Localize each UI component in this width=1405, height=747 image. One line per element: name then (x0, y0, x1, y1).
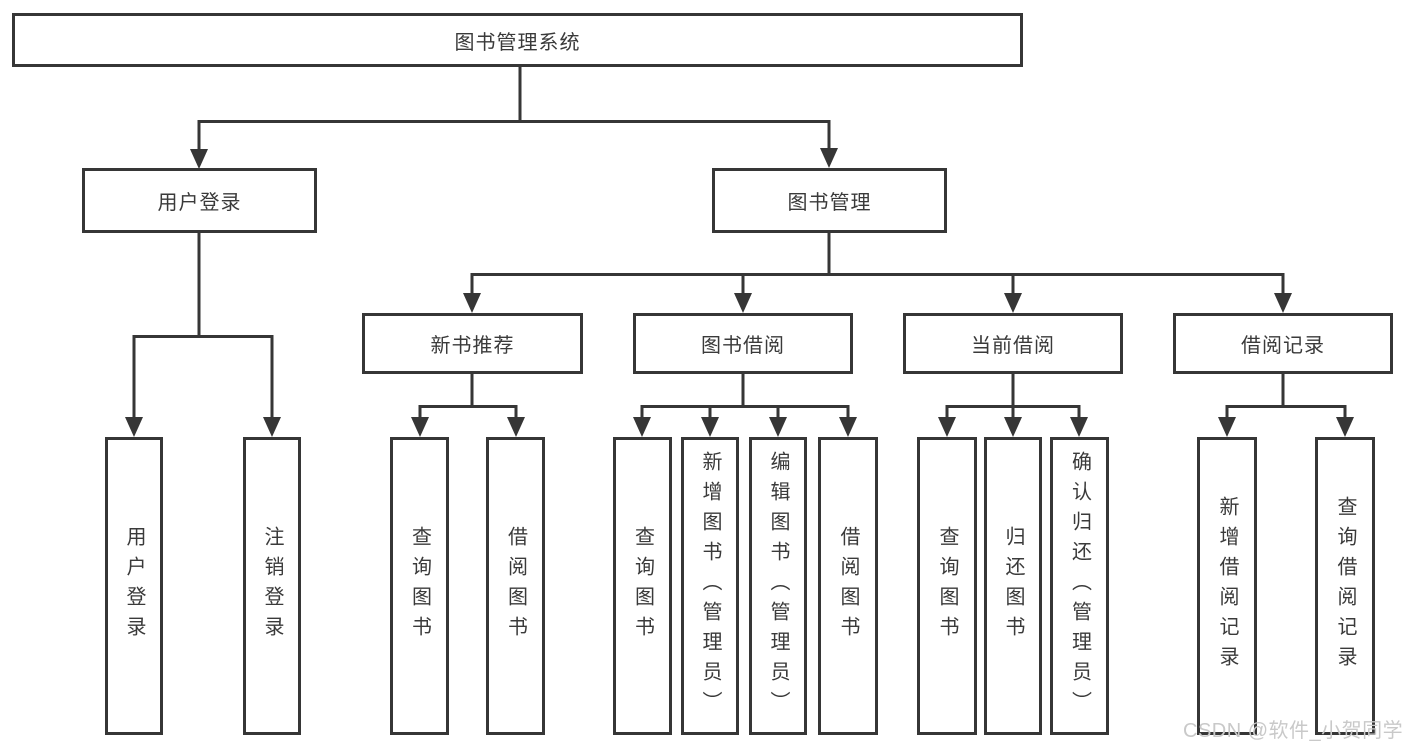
leaf-return-books: 归还图书 (984, 437, 1042, 735)
connector-newbook-to-leaves (418, 374, 518, 429)
leaf-query-borrow-record: 查询借阅记录 (1315, 437, 1375, 735)
arrow-head (734, 293, 752, 313)
connector-bookmgmt-to-level3 (470, 232, 1285, 305)
leaf-label: 查询图书 (936, 526, 958, 646)
node-book-management: 图书管理 (712, 168, 947, 233)
arrow-head (1070, 417, 1088, 437)
arrow-head (839, 417, 857, 437)
arrow-head (1004, 417, 1022, 437)
arrow-head (190, 149, 208, 169)
connector-userlogin-to-leaves (132, 233, 274, 429)
arrow-head (125, 417, 143, 437)
connector-bookborrow-to-leaves (640, 374, 850, 429)
arrow-head (411, 417, 429, 437)
arrow-head (769, 417, 787, 437)
arrow-head (633, 417, 651, 437)
leaf-label: 借阅图书 (837, 526, 859, 646)
leaf-label: 借阅图书 (504, 526, 527, 646)
leaf-query-books-current: 查询图书 (917, 437, 977, 735)
node-current-borrowing: 当前借阅 (903, 313, 1123, 374)
connector-root-to-level2 (197, 67, 831, 161)
leaf-borrow-books: 借阅图书 (818, 437, 878, 735)
leaf-edit-book-admin: 编辑图书（管理员） (749, 437, 807, 735)
node-label: 新书推荐 (430, 335, 515, 357)
leaf-label: 查询借阅记录 (1334, 496, 1356, 676)
arrow-head (507, 417, 525, 437)
arrow-head (263, 417, 281, 437)
node-book-borrowing: 图书借阅 (633, 313, 853, 374)
node-label: 用户登录 (157, 192, 242, 214)
connector-records-to-leaves (1225, 374, 1347, 429)
arrow-head (701, 417, 719, 437)
leaf-add-borrow-record: 新增借阅记录 (1197, 437, 1257, 735)
node-new-book-recommendation: 新书推荐 (362, 313, 583, 374)
leaf-label: 注销登录 (261, 526, 283, 646)
arrow-head (1218, 417, 1236, 437)
arrow-head (1336, 417, 1354, 437)
leaf-query-books-borrow: 查询图书 (613, 437, 672, 735)
leaf-confirm-return-admin: 确认归还（管理员） (1050, 437, 1109, 735)
leaf-user-login: 用户登录 (105, 437, 163, 735)
arrow-head (820, 148, 838, 168)
node-user-login: 用户登录 (82, 168, 317, 233)
leaf-label: 用户登录 (123, 526, 145, 646)
node-label: 图书管理 (787, 192, 872, 214)
leaf-label: 新增图书（管理员） (699, 451, 721, 721)
arrow-head (1004, 293, 1022, 313)
leaf-label: 编辑图书（管理员） (767, 451, 789, 721)
node-label: 图书借阅 (701, 335, 785, 357)
leaf-label: 确认归还（管理员） (1068, 451, 1091, 721)
node-borrowing-records: 借阅记录 (1173, 313, 1393, 374)
leaf-label: 归还图书 (1002, 526, 1024, 646)
node-label: 当前借阅 (971, 335, 1055, 357)
leaf-logout: 注销登录 (243, 437, 301, 735)
arrow-head (463, 293, 481, 313)
leaf-query-books-recommend: 查询图书 (390, 437, 449, 735)
leaf-label: 查询图书 (631, 526, 654, 646)
watermark-text: CSDN @软件_小贺同学 (1183, 720, 1404, 742)
node-label: 借阅记录 (1241, 335, 1325, 357)
node-label: 图书管理系统 (454, 31, 581, 54)
arrow-head (1274, 293, 1292, 313)
leaf-label: 查询图书 (408, 526, 431, 646)
arrow-head (938, 417, 956, 437)
leaf-add-book-admin: 新增图书（管理员） (681, 437, 739, 735)
node-root: 图书管理系统 (12, 13, 1023, 67)
leaf-label: 新增借阅记录 (1216, 496, 1238, 676)
leaf-borrow-books-recommend: 借阅图书 (486, 437, 545, 735)
